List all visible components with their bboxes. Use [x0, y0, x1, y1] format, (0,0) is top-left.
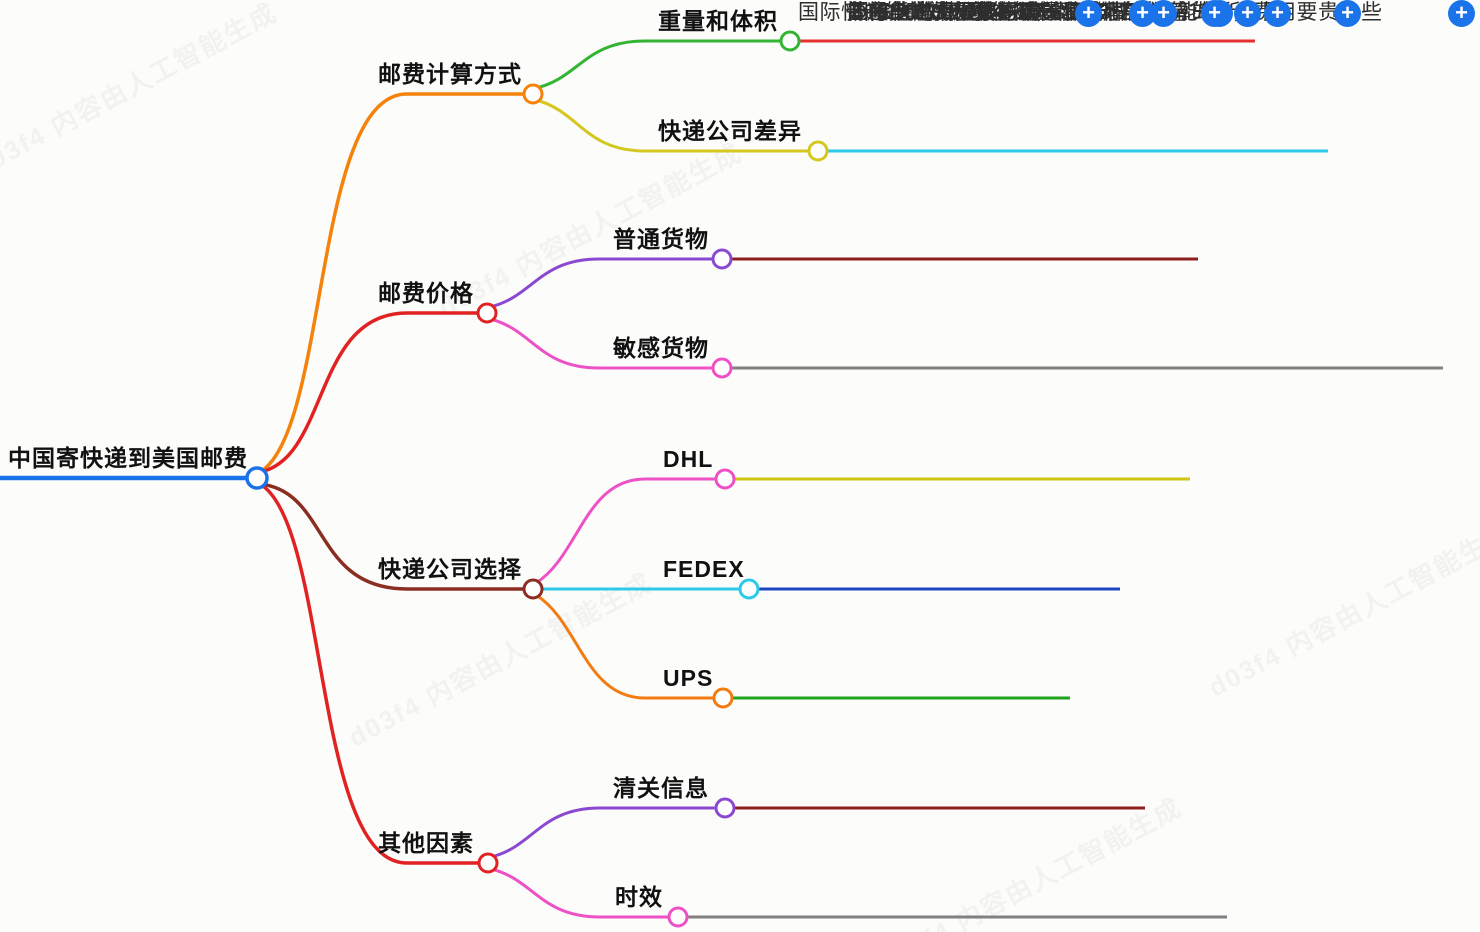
edge-branch-subtopic [534, 593, 716, 700]
edge-root-branch [258, 482, 481, 865]
leaf-note-ups[interactable]: UPS大约3--6天到达 [848, 1, 1040, 24]
leaf-note-timeliness[interactable]: 国际快递的时效一般在3-7个工作日之间 [798, 1, 1174, 24]
add-node-button-dhl[interactable] [1201, 0, 1228, 27]
leaf-note-fedex[interactable]: FEDEX大约4--6天到达 [876, 1, 1096, 24]
leaf-note-courier-difference[interactable]: 不同的快递公司价格也可能有所不同 [940, 1, 1284, 24]
branch-node-circle[interactable] [522, 578, 544, 600]
edge-branch-subtopic [488, 257, 715, 309]
edge-root-branch [258, 311, 480, 474]
subtopic-label-customs-info[interactable]: 清关信息 [613, 775, 709, 801]
add-node-button-ups[interactable] [1075, 0, 1102, 27]
edge-root-branch [258, 482, 526, 591]
subtopic-label-courier-difference[interactable]: 快递公司差异 [658, 118, 802, 144]
root-node-circle[interactable] [245, 466, 269, 490]
add-node-button-sensitive-goods[interactable] [1448, 0, 1475, 27]
leaf-note-customs-info[interactable]: 国际快递需要填写清关信息 [848, 1, 1106, 24]
edge-branch-subtopic [488, 317, 715, 370]
branch-node-circle[interactable] [476, 302, 498, 324]
subtopic-label-dhl[interactable]: DHL [663, 446, 714, 472]
add-node-button-customs-info[interactable] [1150, 0, 1177, 27]
add-node-button-weight-volume[interactable] [1264, 0, 1291, 27]
branch-node-circle[interactable] [477, 852, 499, 874]
subtopic-node-circle[interactable] [714, 468, 736, 490]
add-node-button-timeliness[interactable] [1234, 0, 1261, 27]
root-topic-label[interactable]: 中国寄快递到美国邮费 [8, 445, 248, 471]
subtopic-node-circle[interactable] [779, 30, 801, 52]
edge-branch-subtopic [489, 806, 718, 859]
branch-label-courier-selection[interactable]: 快递公司选择 [378, 556, 522, 582]
branch-label-postage-price[interactable]: 邮费价格 [378, 280, 474, 306]
edge-branch-subtopic [534, 98, 811, 153]
edge-branch-subtopic [534, 477, 718, 585]
subtopic-label-fedex[interactable]: FEDEX [663, 556, 745, 582]
subtopic-node-circle[interactable] [807, 140, 829, 162]
subtopic-label-ordinary-goods[interactable]: 普通货物 [613, 226, 709, 252]
subtopic-label-sensitive-goods[interactable]: 敏感货物 [613, 335, 709, 361]
edge-root-branch [258, 92, 526, 474]
add-node-button-courier-difference[interactable] [1334, 0, 1361, 27]
subtopic-node-circle[interactable] [712, 687, 734, 709]
subtopic-node-circle[interactable] [738, 578, 760, 600]
subtopic-node-circle[interactable] [711, 248, 733, 270]
branch-label-postage-calculation[interactable]: 邮费计算方式 [378, 61, 522, 87]
edge-branch-subtopic [534, 39, 783, 90]
edge-branch-subtopic [489, 867, 671, 919]
subtopic-label-ups[interactable]: UPS [663, 665, 714, 691]
branch-node-circle[interactable] [522, 83, 544, 105]
subtopic-label-timeliness[interactable]: 时效 [615, 884, 663, 910]
subtopic-node-circle[interactable] [711, 357, 733, 379]
subtopic-label-weight-volume[interactable]: 重量和体积 [658, 8, 778, 34]
subtopic-node-circle[interactable] [714, 797, 736, 819]
branch-label-other-factors[interactable]: 其他因素 [378, 830, 474, 856]
subtopic-node-circle[interactable] [667, 906, 689, 928]
